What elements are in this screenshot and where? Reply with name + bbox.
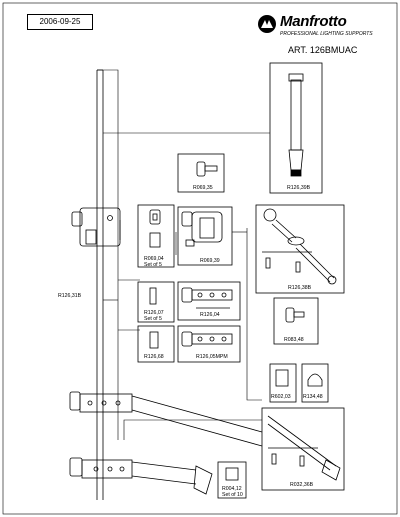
part-R083-48: R083,48 [273,297,319,345]
part-note: Set of 10 [222,492,243,498]
brand-name: Manfrotto [280,13,347,30]
leader-lines [97,69,270,440]
part-R602-03: R602,03 [269,363,297,403]
part-label: R134,48 [303,394,323,400]
part-label: R032,36B [290,482,314,488]
part-note: Set of 5 [144,316,162,322]
part-label: R126,39B [287,185,311,191]
part-R126-68: R126,68 [137,325,175,363]
pole-clamp-upper [71,207,121,247]
part-R032-36B: R032,36B [261,407,345,491]
part-label: R126,05MPM [196,354,228,360]
part-label: R126,04 [200,312,220,318]
part-R126-07: R126,07 Set of 5 [137,281,175,323]
part-R126-39B: R126,39B [269,62,323,194]
part-label: R069,04 [144,256,164,262]
pole-clamp-lower [69,391,263,447]
part-label: R004,12 [222,486,242,492]
article-number: ART. 126BMUAC [288,45,358,55]
part-R126-04: R126,04 [177,281,241,321]
pole-clamp-base [69,457,213,495]
part-R134-48: R134,48 [301,363,329,403]
part-label: R083,48 [284,337,304,343]
part-label: R069,39 [200,258,220,264]
part-label: R126,68 [144,354,164,360]
part-label: R069,35 [193,185,213,191]
part-label: R602,03 [271,394,291,400]
part-R126-05MPM: R126,05MPM [177,325,241,363]
part-R069-04: R069,04 Set of 5 [137,204,175,268]
part-label: R126,38B [288,285,312,291]
part-R004-12: R004,12 Set of 10 [217,461,247,499]
part-label: R126,07 [144,310,164,316]
part-R069-35: R069,35 [177,153,225,193]
part-R126-38B: R126,38B [255,204,345,294]
manfrotto-emblem-icon [258,15,276,33]
part-note: Set of 5 [144,262,162,268]
part-R069-39: R069,39 [177,206,233,266]
brand-tagline: PROFESSIONAL LIGHTING SUPPORTS [280,31,373,37]
pole-label: R126,31B [58,293,82,299]
date-stamp: 2006-09-25 [27,14,93,30]
manfrotto-logo: Manfrotto PROFESSIONAL LIGHTING SUPPORTS [256,11,376,57]
center-pole [96,69,104,500]
